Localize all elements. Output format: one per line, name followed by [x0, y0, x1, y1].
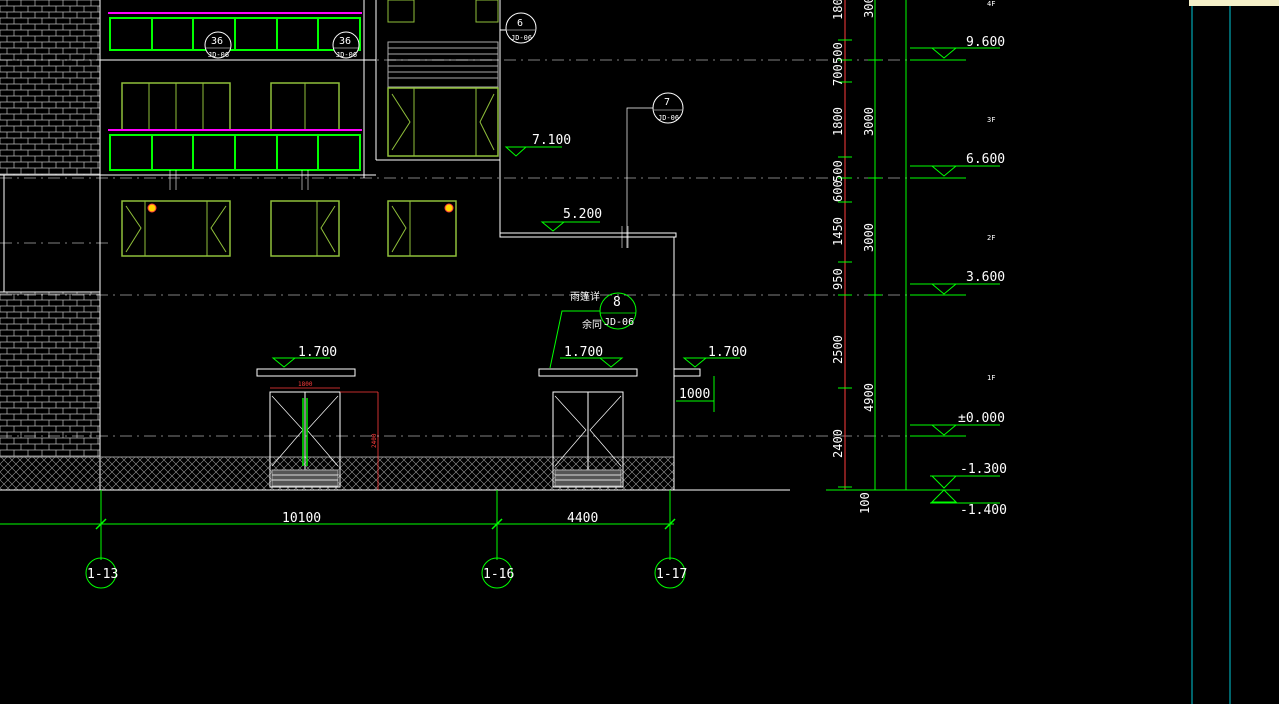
door-height-label: 2400: [371, 433, 378, 448]
callout-7-ref: JD-06: [658, 114, 679, 122]
callout-36b-ref: JD-06: [336, 51, 357, 59]
callout-7-num: 7: [664, 97, 670, 108]
callout-6-ref: JD-06: [511, 34, 532, 42]
mark-roof-b: 5.200: [563, 207, 602, 222]
dim-span-a: 10100: [282, 511, 321, 526]
note-canopy-line2: 余同: [582, 318, 602, 331]
callout-6-num: 6: [517, 18, 523, 29]
elev-6600: 6.600 3F: [910, 116, 1005, 179]
mark-5200: 5.200: [540, 207, 602, 232]
side-canopy: [673, 368, 701, 377]
callout-36b-num: 36: [339, 36, 351, 47]
door-right: [538, 368, 638, 488]
mark-roof-a: 7.100: [532, 133, 571, 148]
axis-bubbles: 1-13 1-16 1-17: [85, 557, 687, 589]
callout-36a-num: 36: [211, 36, 223, 47]
level-dashed-lines: [0, 59, 960, 437]
brick-wall-lower: [0, 292, 100, 457]
dim-r-1: 300: [862, 0, 876, 18]
mark-canopy-1: 1.700: [298, 345, 337, 360]
elev-0000: ±0.000 1F: [910, 374, 1005, 437]
window-row-1: [121, 200, 457, 257]
dim-v-3: 700: [831, 64, 845, 86]
mark-1700-c: 1.700: [682, 345, 747, 368]
floor-label-l2: 2F: [987, 234, 995, 242]
window-row-2: [121, 82, 340, 131]
callout-36-b[interactable]: 36 JD-06: [332, 31, 360, 59]
dim-v-4: 1800: [831, 107, 845, 136]
note-canopy-line1: 雨篷详: [570, 290, 600, 303]
elev-label-l2: 3.600: [966, 270, 1005, 285]
callout-7[interactable]: 7 JD-06: [626, 92, 684, 248]
balcony-upper: [108, 12, 362, 51]
elevation-markers: 9.600 4F 6.600 3F 3.600 2F ±0.000 1F: [910, 0, 1007, 518]
axis-1-17[interactable]: 1-17: [654, 557, 687, 589]
callout-36a-ref: JD-06: [208, 51, 229, 59]
callout-8-num: 8: [613, 295, 621, 310]
elev-label-lm1: -1.300: [960, 462, 1007, 477]
dim-r-4: 4900: [862, 383, 876, 412]
dim-v-1: 1800: [831, 0, 845, 20]
elev-3600: 3.600 2F: [910, 234, 1005, 296]
brick-wall-upper: [0, 0, 100, 175]
dim-v-6: 600: [831, 180, 845, 202]
dim-v-9: 2500: [831, 335, 845, 364]
dim-v-2: 500: [831, 42, 845, 64]
dim-v-7: 1450: [831, 217, 845, 246]
axis-label-1-17: 1-17: [656, 567, 687, 582]
elev-m1300: -1.300 -1.400: [930, 462, 1007, 518]
elev-9600: 9.600 4F: [910, 0, 1005, 61]
horizontal-dimensions: 10100 4400: [0, 490, 676, 560]
vertical-dimension-chain: 1800 500 700 1800 500 600 1450 950 2500 …: [826, 0, 960, 514]
floor-label-l3: 3F: [987, 116, 995, 124]
mark-1700-a: 1.700: [271, 345, 337, 368]
floor-label-l1: 1F: [987, 374, 995, 382]
title-block-tab[interactable]: [1189, 0, 1279, 6]
dim-v-5: 500: [831, 160, 845, 182]
axis-1-13[interactable]: 1-13: [85, 557, 118, 589]
callout-8[interactable]: 8 JD-06 雨篷详 余同: [549, 290, 637, 369]
axis-label-1-16: 1-16: [483, 567, 514, 582]
axis-1-16[interactable]: 1-16: [481, 557, 514, 589]
left-building: [0, 0, 790, 491]
dim-r-3: 3000: [862, 223, 876, 252]
tower-windows: [387, 0, 501, 160]
callout-36-a[interactable]: 36 JD-06: [204, 31, 232, 59]
door-width-label: 1800: [298, 381, 313, 388]
drawing-level-marks: 7.100 5.200 1.700 1.700 1.700 1000: [271, 133, 747, 412]
elev-label-l4: 9.600: [966, 35, 1005, 50]
callout-8-ref: JD-06: [604, 317, 634, 328]
mark-canopy-2: 1.700: [564, 345, 603, 360]
elev-label-lm2: -1.400: [960, 503, 1007, 518]
drawing-frame-lines: [1191, 0, 1231, 704]
dim-v-11: 100: [858, 492, 872, 514]
elev-label-l3: 6.600: [966, 152, 1005, 167]
dim-side-label: 1000: [679, 387, 710, 402]
dim-r-2: 3000: [862, 107, 876, 136]
elev-label-l1: ±0.000: [958, 411, 1005, 426]
mark-7100: 7.100: [504, 133, 571, 157]
mark-1700-b: 1.700: [560, 345, 624, 368]
door-left: 1800 2400: [256, 368, 379, 490]
balcony-lower: [108, 129, 362, 190]
dim-span-b: 4400: [567, 511, 598, 526]
detail-callouts: 6 JD-06 7 JD-06 8 JD-06 雨篷详 余同 36 JD-06: [204, 12, 684, 369]
floor-label-l4: 4F: [987, 0, 995, 8]
dim-v-8: 950: [831, 268, 845, 290]
axis-label-1-13: 1-13: [87, 567, 118, 582]
dim-v-10: 2400: [831, 429, 845, 458]
callout-6[interactable]: 6 JD-06: [500, 12, 537, 44]
mark-canopy-3: 1.700: [708, 345, 747, 360]
side-dim-1000: 1000: [676, 376, 715, 412]
annex-building: [499, 160, 677, 490]
